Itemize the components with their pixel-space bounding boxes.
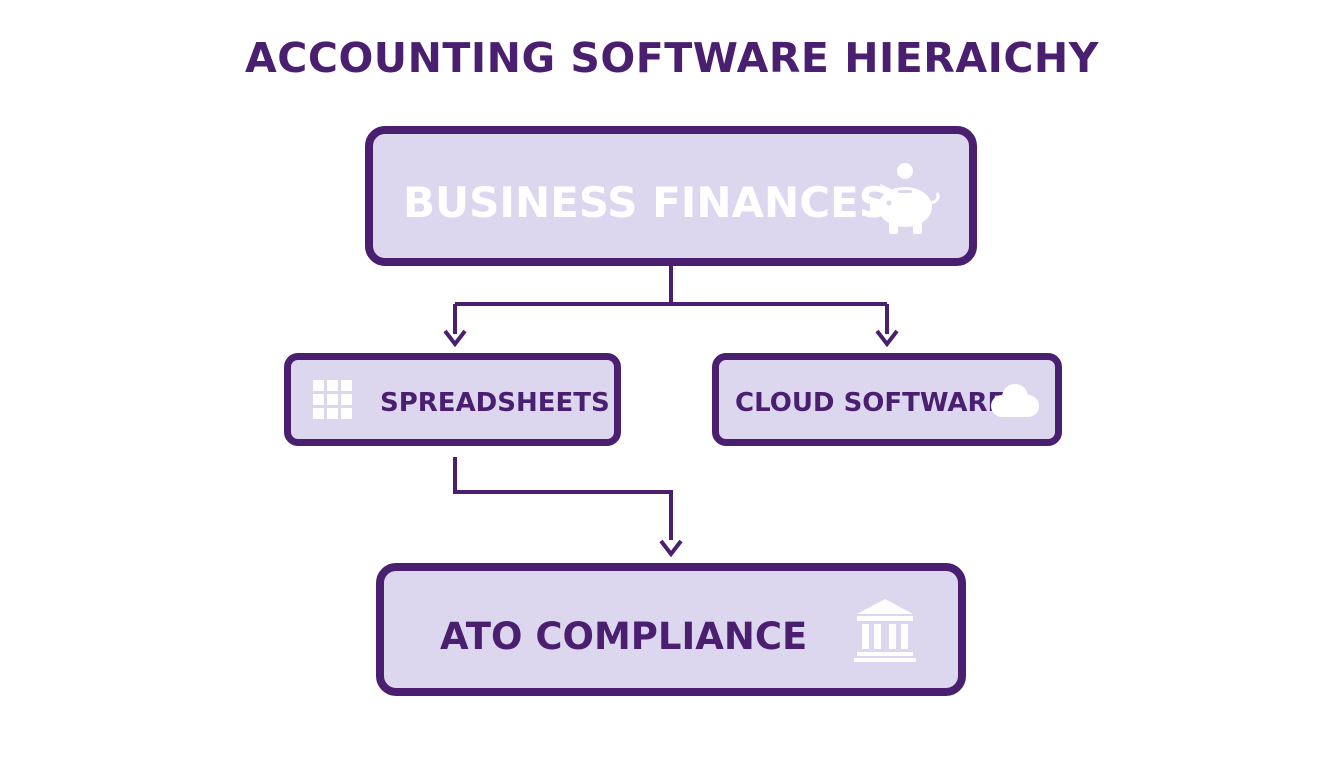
bank-building-icon <box>854 599 916 662</box>
node-ato-compliance-label: ATO COMPLIANCE <box>440 615 808 658</box>
arrowhead-spreadsheets <box>443 329 467 348</box>
node-cloud-software-label: CLOUD SOFTWARE <box>735 388 1006 418</box>
arrowhead-cloud-software <box>875 329 899 348</box>
piggy-bank-icon <box>870 163 940 234</box>
cloud-icon <box>991 384 1039 417</box>
diagram-title: ACCOUNTING SOFTWARE HIERAICHY <box>245 34 1099 82</box>
node-cloud-software: CLOUD SOFTWARE <box>712 353 1062 446</box>
node-spreadsheets-label: SPREADSHEETS <box>380 388 610 418</box>
edge-spreadsheets-to-ato <box>453 457 673 540</box>
node-ato-compliance: ATO COMPLIANCE <box>376 563 966 696</box>
arrowhead-ato <box>659 539 683 558</box>
node-business-finances: BUSINESS FINANCES <box>365 126 977 266</box>
node-spreadsheets: SPREADSHEETS <box>284 353 621 446</box>
edge-root-to-branches <box>455 266 887 306</box>
grid-icon <box>313 380 352 419</box>
node-business-finances-label: BUSINESS FINANCES <box>403 178 889 227</box>
